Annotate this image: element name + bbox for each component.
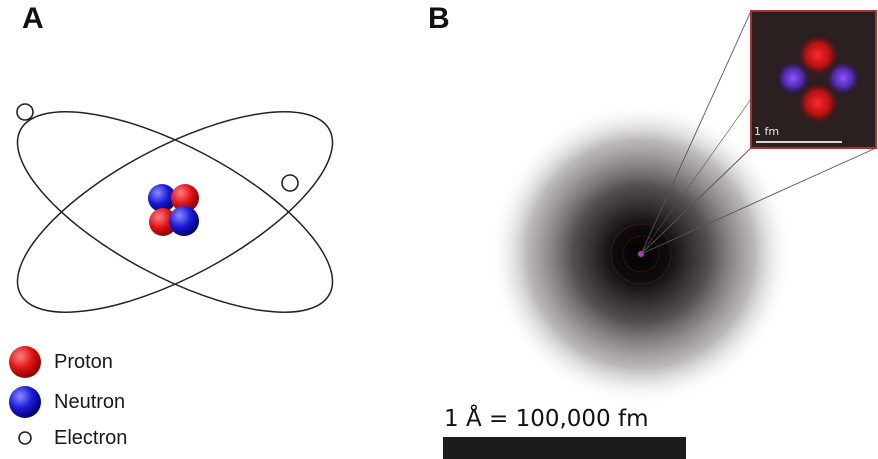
inset-neutron-blob — [825, 60, 861, 96]
inset-proton-blob — [796, 33, 840, 77]
panel-label-a: A — [22, 2, 44, 35]
inset-scale-label: 1 fm — [754, 125, 780, 138]
proton-ball — [149, 208, 177, 236]
nucleus-inset — [750, 10, 877, 149]
nucleus-ring — [610, 223, 672, 285]
orbit-2 — [16, 111, 334, 313]
zoom-line — [640, 10, 752, 255]
legend-proton-label: Proton — [54, 351, 113, 373]
atom-scale-label: 1 Å = 100,000 fm — [444, 406, 649, 432]
electron-2 — [281, 174, 299, 192]
proton-ball — [171, 184, 199, 212]
legend-electron-label: Electron — [54, 427, 128, 449]
nucleus-ring — [622, 235, 660, 273]
inset-proton-blob — [796, 81, 840, 125]
legend-neutron-label: Neutron — [54, 391, 126, 413]
legend-neutron-icon — [9, 386, 41, 418]
nucleus — [148, 184, 199, 236]
panel-label-b: B — [428, 2, 450, 35]
zoom-line — [640, 147, 752, 255]
neutron-ball — [148, 184, 176, 212]
orbit-1 — [16, 111, 334, 313]
legend-electron-icon — [18, 431, 32, 445]
neutron-ball — [169, 206, 199, 236]
atom-scale-bar — [443, 437, 686, 459]
inset-neutron-blob — [775, 60, 811, 96]
legend-proton-icon — [9, 346, 41, 378]
zoom-line — [640, 147, 877, 255]
electron-1 — [16, 103, 34, 121]
